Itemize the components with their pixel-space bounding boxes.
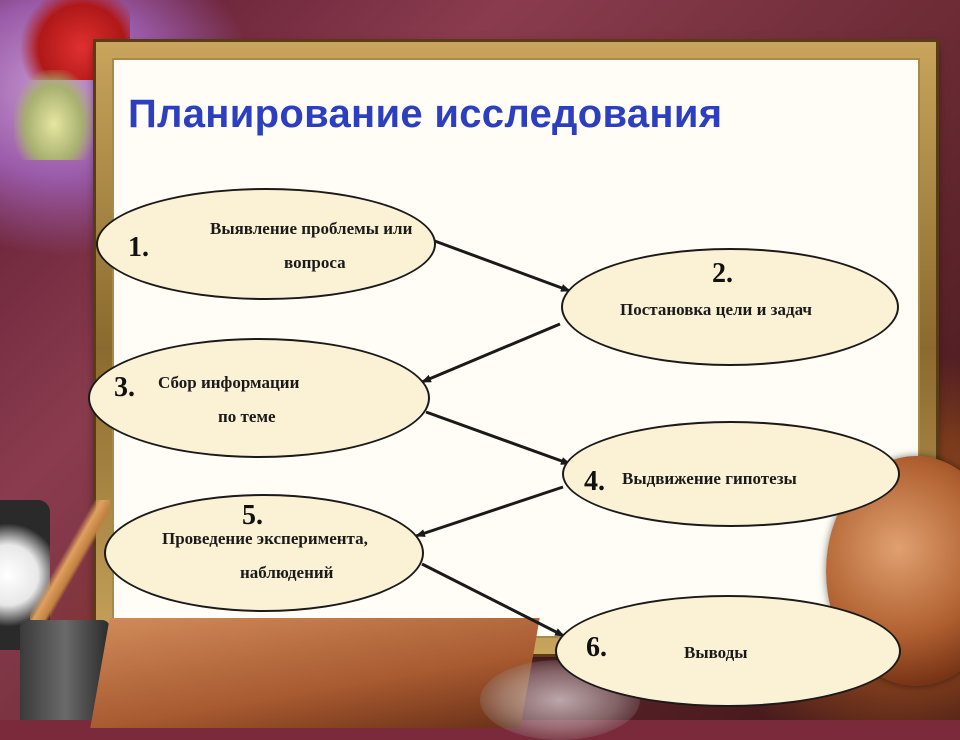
node-1-problem — [96, 188, 436, 300]
node-2-goal — [561, 248, 899, 366]
node-5-label-line1: Проведение эксперимента, — [162, 529, 368, 548]
node-5-label-line2: наблюдений — [240, 563, 334, 582]
node-1-number: 1. — [128, 232, 149, 263]
node-2-label: Постановка цели и задач — [620, 300, 812, 319]
node-5-number: 5. — [242, 500, 263, 531]
node-3-label-line1: Сбор информации — [158, 373, 300, 392]
node-6-label: Выводы — [684, 643, 748, 662]
node-2-number: 2. — [712, 258, 733, 289]
node-3-number: 3. — [114, 372, 135, 403]
arrow-2-to-3 — [421, 322, 561, 384]
node-1-label-line1: Выявление проблемы или — [210, 219, 413, 238]
node-6-conclusions — [555, 595, 901, 707]
arrow-1-to-2 — [431, 238, 571, 293]
pencils-decoration — [30, 500, 110, 640]
slide-title: Планирование исследования — [128, 92, 723, 136]
node-3-information — [88, 338, 430, 458]
arrow-5-to-6 — [421, 562, 565, 638]
bell-decoration — [14, 70, 94, 160]
node-6-number: 6. — [586, 632, 607, 663]
node-4-label: Выдвижение гипотезы — [622, 469, 797, 488]
node-5-experiment — [104, 494, 424, 612]
node-1-label-line2: вопроса — [284, 253, 346, 272]
node-3-label-line2: по теме — [218, 407, 276, 426]
arrow-4-to-5 — [415, 485, 564, 538]
connector-arrows — [415, 238, 571, 638]
arrow-3-to-4 — [425, 410, 571, 466]
node-4-number: 4. — [584, 466, 605, 497]
node-4-hypothesis — [562, 421, 900, 527]
